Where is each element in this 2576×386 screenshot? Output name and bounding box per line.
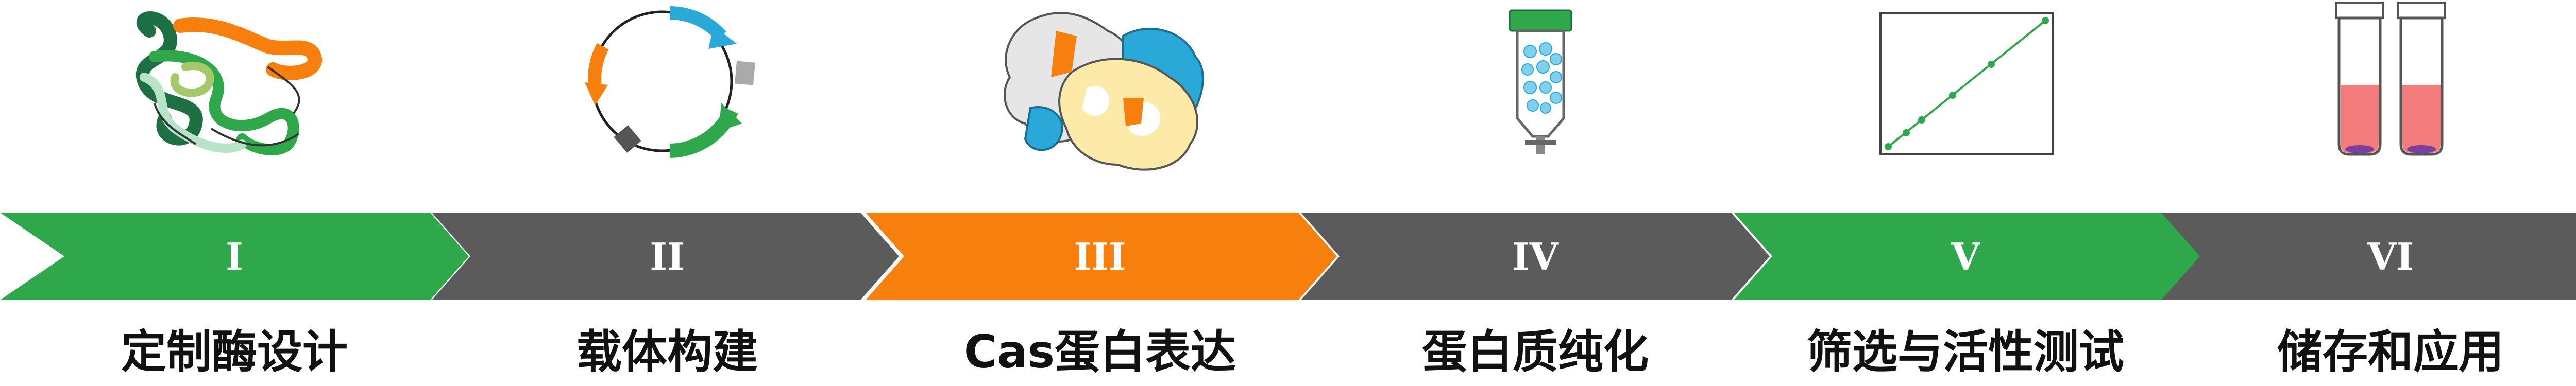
step-arrow-3 bbox=[866, 213, 1337, 300]
step-label-4: 蛋白质纯化 bbox=[1421, 325, 1649, 378]
step-label-2: 载体构建 bbox=[576, 325, 758, 378]
step-numeral-6: VI bbox=[2367, 235, 2414, 278]
step-numeral-5: V bbox=[1951, 235, 1980, 278]
step-arrow-6 bbox=[2161, 213, 2576, 300]
step-numeral-1: I bbox=[226, 235, 243, 278]
linear-plot-icon bbox=[1879, 12, 2054, 155]
step-arrow-2 bbox=[432, 213, 899, 300]
step-arrow-4 bbox=[1301, 213, 1770, 300]
step-label-5: 筛选与活性测试 bbox=[1806, 325, 2124, 378]
step-arrow-1 bbox=[0, 213, 469, 300]
step-label-1: 定制酶设计 bbox=[121, 325, 348, 378]
plasmid-circle-icon bbox=[585, 6, 755, 158]
protein-complex-icon bbox=[1004, 12, 1204, 171]
step-numeral-2: II bbox=[650, 235, 684, 278]
step-arrow-5 bbox=[1734, 213, 2202, 300]
step-label-3: Cas蛋白表达 bbox=[963, 325, 1236, 378]
step-numeral-4: IV bbox=[1512, 235, 1559, 278]
step-label-6: 储存和应用 bbox=[2277, 325, 2504, 378]
test-tubes-icon bbox=[2335, 2, 2446, 156]
protein-ribbon-icon bbox=[136, 11, 322, 155]
chromatography-column-icon bbox=[1509, 9, 1572, 154]
step-numeral-3: III bbox=[1074, 235, 1126, 278]
